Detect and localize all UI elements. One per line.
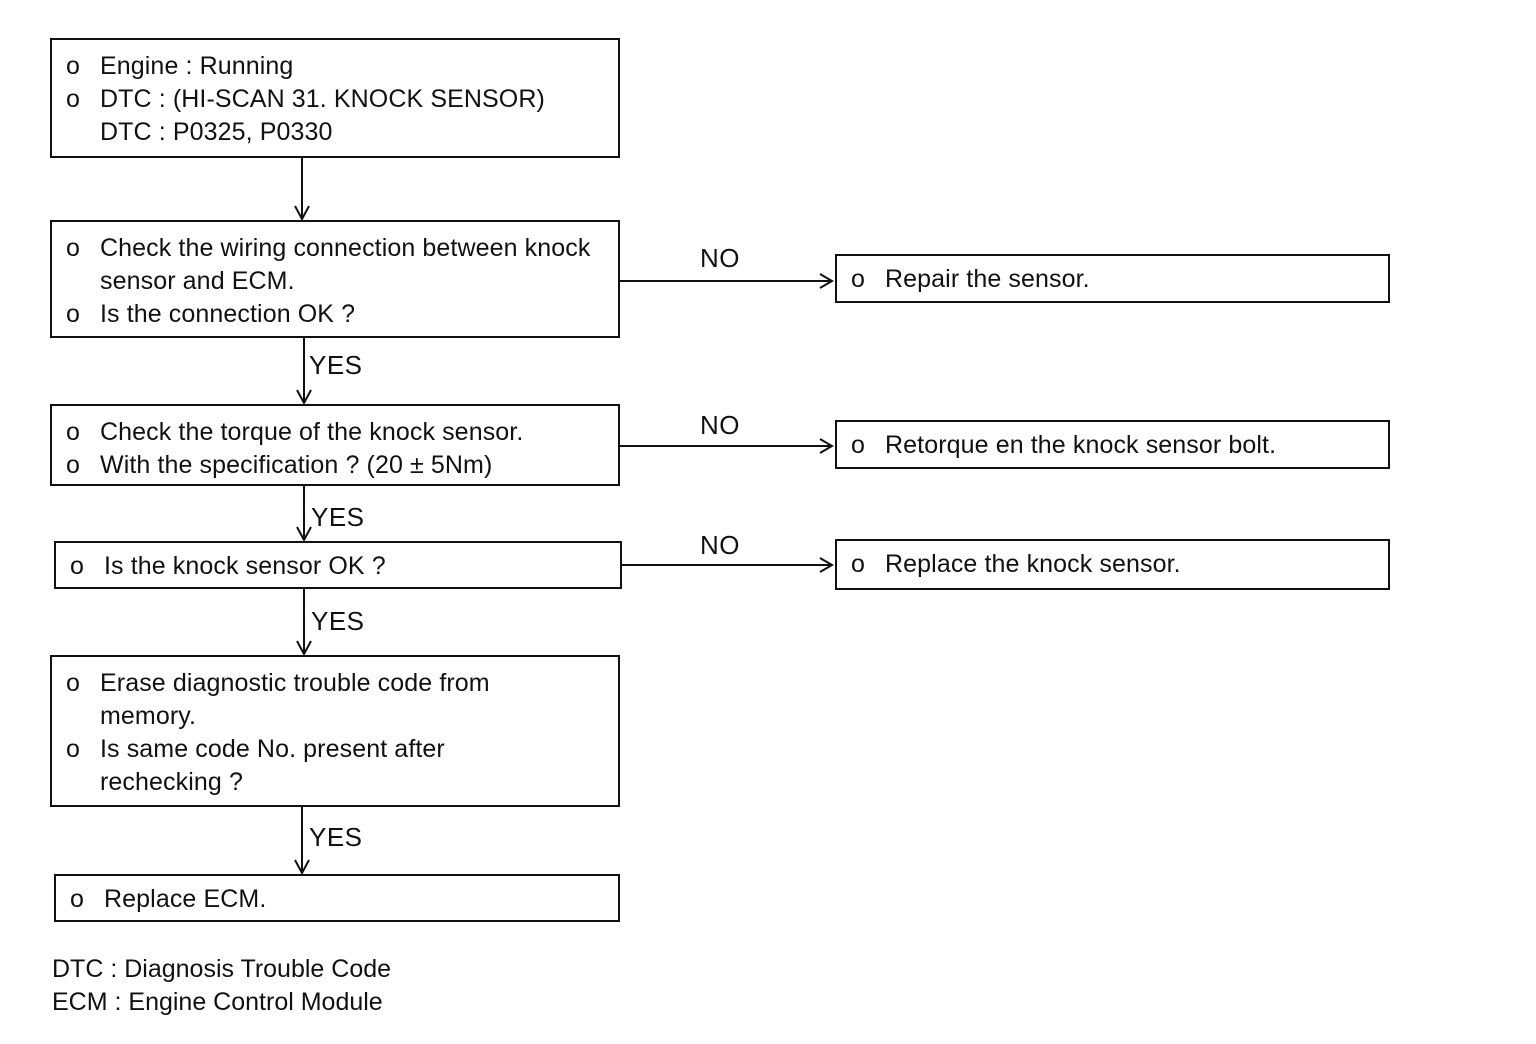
box-line: o With the specification ? (20 ± 5Nm)	[52, 449, 618, 482]
box-text: Retorque en the knock sensor bolt.	[885, 431, 1277, 459]
box-line: o Is the knock sensor OK ?	[56, 550, 620, 583]
edge-label-no-3: NO	[700, 530, 740, 560]
box-text: sensor and ECM.	[100, 267, 295, 295]
flow-box-check-wiring: o Check the wiring connection between kn…	[50, 220, 620, 338]
edge-label-yes-3: YES	[311, 606, 365, 636]
box-text: Is the knock sensor OK ?	[104, 552, 386, 580]
flow-box-erase-code: o Erase diagnostic trouble code from mem…	[50, 655, 620, 807]
box-line: rechecking ?	[52, 766, 618, 799]
edge-label-yes-2: YES	[311, 502, 365, 532]
flow-box-replace-ecm: o Replace ECM.	[54, 874, 620, 922]
bullet-marker: o	[66, 451, 81, 479]
box-line: o Replace ECM.	[56, 883, 618, 916]
bullet-marker	[52, 116, 100, 149]
footnote-ecm: ECM : Engine Control Module	[52, 988, 383, 1016]
arrow-down-start-to-wiring	[294, 158, 310, 222]
box-line: sensor and ECM.	[52, 265, 618, 298]
box-line: o Engine : Running	[52, 50, 618, 83]
flow-box-replace-sensor: o Replace the knock sensor.	[835, 539, 1390, 590]
bullet-marker: o	[66, 418, 81, 446]
box-line: o DTC : (HI-SCAN 31. KNOCK SENSOR)	[52, 83, 618, 116]
box-text: DTC : P0325, P0330	[100, 118, 333, 146]
bullet-marker	[52, 700, 100, 733]
bullet-marker: o	[66, 300, 81, 328]
box-line: o Replace the knock sensor.	[837, 548, 1388, 581]
arrow-right-no-torque-to-retorque	[620, 438, 834, 454]
box-text: DTC : (HI-SCAN 31. KNOCK SENSOR)	[100, 85, 545, 113]
edge-label-yes-1: YES	[309, 350, 363, 380]
box-line: o Check the torque of the knock sensor.	[52, 416, 618, 449]
edge-label-yes-4: YES	[309, 822, 363, 852]
arrow-down-yes-sensorok-to-erase	[296, 589, 312, 657]
box-text: With the specification ? (20 ± 5Nm)	[100, 451, 493, 479]
box-line: o Is same code No. present after	[52, 733, 618, 766]
box-line: DTC : P0325, P0330	[52, 116, 618, 149]
bullet-marker: o	[851, 550, 866, 578]
box-text: Replace the knock sensor.	[885, 550, 1181, 578]
flow-box-sensor-ok: o Is the knock sensor OK ?	[54, 541, 622, 589]
box-text: Erase diagnostic trouble code from	[100, 669, 490, 697]
footnote-dtc: DTC : Diagnosis Trouble Code	[52, 955, 392, 983]
box-line: o Repair the sensor.	[837, 263, 1388, 296]
arrow-down-yes-erase-to-replaceecm	[294, 807, 310, 876]
box-text: Engine : Running	[100, 52, 294, 80]
box-line: o Is the connection OK ?	[52, 298, 618, 331]
box-line: o Erase diagnostic trouble code from	[52, 667, 618, 700]
edge-label-no-2: NO	[700, 410, 740, 440]
bullet-marker: o	[70, 885, 85, 913]
box-text: Replace ECM.	[104, 885, 267, 913]
box-text: Check the torque of the knock sensor.	[100, 418, 524, 446]
bullet-marker: o	[851, 265, 866, 293]
box-text: rechecking ?	[100, 768, 243, 796]
flow-box-check-torque: o Check the torque of the knock sensor. …	[50, 404, 620, 486]
box-text: memory.	[100, 702, 197, 730]
bullet-marker: o	[66, 234, 81, 262]
edge-label-no-1: NO	[700, 243, 740, 273]
box-line: o Retorque en the knock sensor bolt.	[837, 429, 1388, 462]
bullet-marker: o	[70, 552, 85, 580]
arrow-down-yes-torque-to-sensorok	[296, 486, 312, 543]
box-text: Is the connection OK ?	[100, 300, 356, 328]
box-line: o Check the wiring connection between kn…	[52, 232, 618, 265]
bullet-marker: o	[66, 52, 81, 80]
box-line: memory.	[52, 700, 618, 733]
flow-box-repair-sensor: o Repair the sensor.	[835, 254, 1390, 303]
bullet-marker: o	[66, 735, 81, 763]
bullet-marker	[52, 265, 100, 298]
box-text: Check the wiring connection between knoc…	[100, 234, 591, 262]
arrow-right-no-sensorok-to-replacesensor	[622, 557, 834, 573]
box-text: Repair the sensor.	[885, 265, 1090, 293]
box-text: Is same code No. present after	[100, 735, 445, 763]
bullet-marker: o	[851, 431, 866, 459]
bullet-marker	[52, 766, 100, 799]
bullet-marker: o	[66, 669, 81, 697]
flow-box-start-conditions: o Engine : Running o DTC : (HI-SCAN 31. …	[50, 38, 620, 158]
bullet-marker: o	[66, 85, 81, 113]
arrow-right-no-wiring-to-repair	[620, 273, 834, 289]
flow-box-retorque-bolt: o Retorque en the knock sensor bolt.	[835, 420, 1390, 469]
